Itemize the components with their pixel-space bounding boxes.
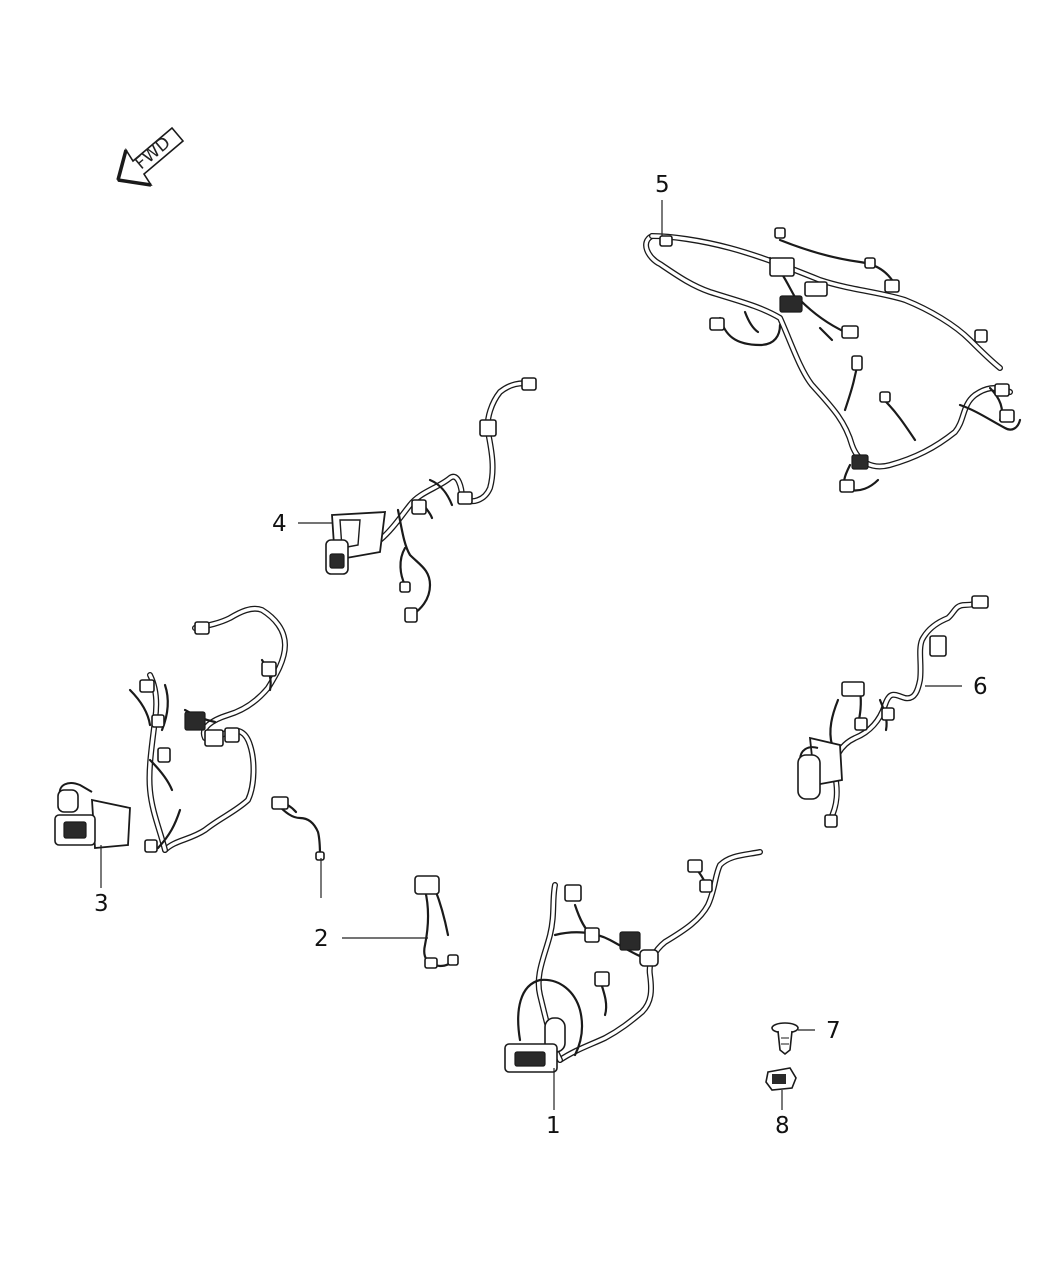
- fwd-arrow-icon: FWD: [116, 126, 185, 187]
- callout-8: 8: [775, 1113, 790, 1139]
- callout-4: 4: [272, 511, 287, 537]
- harness-part-3: [54, 605, 288, 853]
- harness-part-2-second: [414, 875, 459, 969]
- callout-1: 1: [546, 1113, 561, 1139]
- harness-part-2: [271, 796, 325, 861]
- harness-part-6: [797, 595, 989, 828]
- harness-part-1: [504, 849, 763, 1073]
- callout-5: 5: [655, 172, 670, 198]
- leader-lines: [100, 200, 962, 1110]
- harness-part-5: [643, 227, 1022, 493]
- callout-6: 6: [973, 674, 988, 700]
- callout-labels: 1 2 3 4 5 6 7 8: [94, 172, 988, 1139]
- callout-7: 7: [826, 1018, 841, 1044]
- callout-3: 3: [94, 891, 109, 917]
- fastener-part-7: [771, 1022, 799, 1056]
- callout-2: 2: [314, 926, 329, 952]
- fastener-part-8: [765, 1067, 797, 1091]
- harness-part-4: [325, 377, 537, 623]
